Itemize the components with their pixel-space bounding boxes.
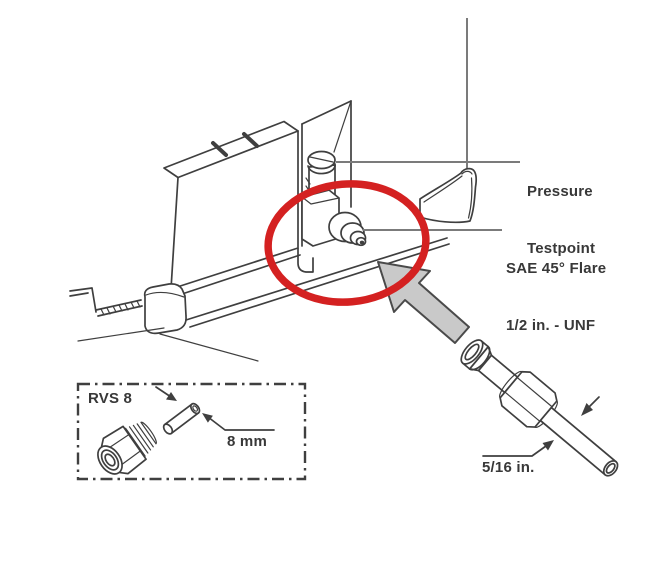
service-valve-fitting [301, 189, 367, 247]
red-highlight-ellipse [264, 180, 430, 306]
pressure-testpoint-label-line1: Pressure [527, 183, 593, 200]
capillary-zigzag [69, 287, 97, 313]
sae-flare-label: SAE 45° Flare 1/2 in. - UNF [506, 221, 606, 373]
bracket-slot-mark [242, 132, 259, 148]
tube-dimension-label: 5/16 in. [482, 459, 535, 476]
inset-pointer-line [155, 386, 172, 398]
testpoint-cap-slot [309, 156, 334, 163]
inset-nut-thread-cap [140, 421, 157, 445]
flare-end-rim [460, 339, 484, 365]
flare-lip [468, 345, 491, 371]
capillary-zigzag [69, 292, 89, 297]
pressure-testpoint-label-line2: Testpoint [527, 240, 596, 257]
inset-nut-face [97, 445, 123, 475]
sae-flare-label-line2: 1/2 in. - UNF [506, 317, 596, 334]
inset-nut-threads [125, 421, 157, 457]
chassis-line [77, 327, 165, 342]
chassis-line [159, 333, 259, 362]
inset-title: RVS 8 [88, 390, 133, 407]
inset-border [76, 382, 307, 481]
flange-fold-line [423, 175, 463, 203]
bottom-rail [185, 237, 448, 321]
tube-diameter-leader [482, 445, 547, 457]
inset-nut-face-ring [100, 449, 120, 471]
flange-curl [461, 170, 473, 175]
flare-nut-collar [499, 370, 523, 399]
flare-port-opening [359, 240, 365, 245]
pressure-testpoint-label: Pressure Testpoint [527, 144, 595, 296]
inset-nut-face-bore [104, 453, 116, 467]
hatched-tube-ticks [100, 300, 141, 316]
inset-tube-near-rim [162, 423, 174, 435]
bracket-step [297, 247, 314, 273]
curved-flange [419, 167, 478, 224]
insertion-arrow-shape [377, 261, 470, 344]
inset-tube [162, 402, 201, 435]
gusset-hypotenuse [301, 100, 352, 125]
inset-flare-nut [97, 421, 157, 475]
sae-flare-label-line1: SAE 45° Flare [506, 260, 607, 277]
inset-diameter-leader [207, 416, 275, 431]
inset-box [76, 382, 307, 481]
flange-outline [419, 167, 478, 224]
bracket-bottom-hem [170, 247, 299, 290]
hatched-tube [97, 305, 143, 317]
insertion-arrow [377, 261, 470, 344]
flange-inner-edge [467, 177, 473, 219]
leader-lines [336, 18, 520, 231]
mounting-bracket [69, 120, 450, 362]
tube-end-bore [605, 462, 616, 474]
bracket-slot-mark [211, 141, 228, 157]
bracket-foot [143, 283, 187, 335]
inset-dimension-label: 8 mm [227, 433, 267, 450]
inset-pointer-arrowhead [166, 392, 177, 401]
inset-diameter-arrowhead [202, 413, 213, 423]
inset-nut-facets [107, 434, 141, 467]
tube-pointer-arrowhead [581, 403, 593, 416]
bracket-top-face [163, 120, 299, 179]
bracket-bottom-hem [175, 254, 301, 297]
flare-end-inner [464, 343, 480, 361]
bracket-foot-edge [145, 291, 185, 298]
testpoint-cap-rim [307, 163, 336, 175]
bottom-rail [189, 243, 450, 328]
flare-nut-facets [504, 376, 553, 422]
gusset-inner-edge [333, 100, 352, 153]
inset-tube-bore [192, 405, 199, 412]
valve-body-facet [301, 196, 340, 205]
tube-pointer-line [588, 396, 600, 408]
tube-diameter-arrowhead [542, 440, 554, 451]
bracket-left-edge [170, 176, 179, 290]
flare-tube-assembly [460, 339, 619, 477]
